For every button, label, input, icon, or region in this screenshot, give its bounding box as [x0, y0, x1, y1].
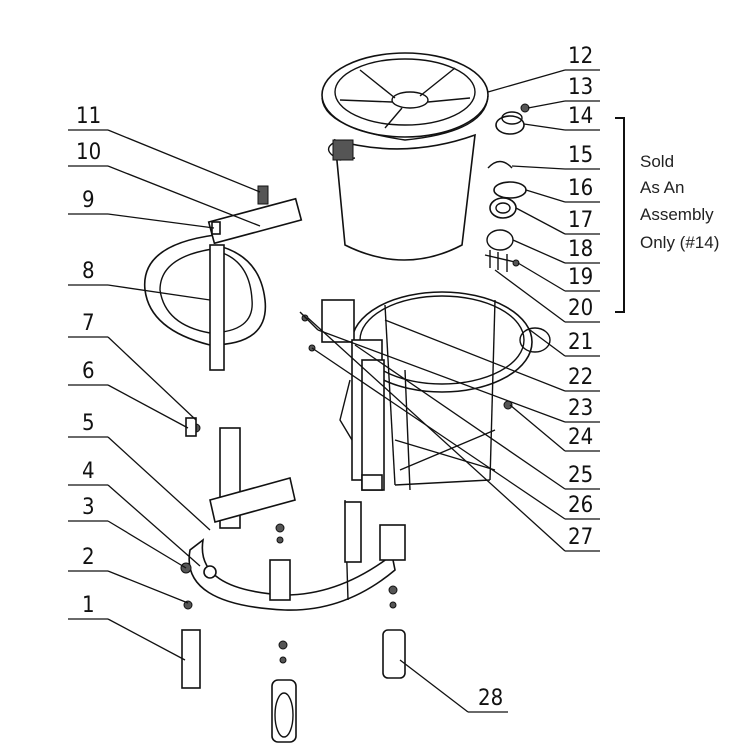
callout-8: 8 — [82, 259, 95, 284]
assembly-note: Sold As An Assembly Only (#14) — [640, 152, 719, 252]
callout-20: 20 — [568, 296, 593, 321]
callout-9: 9 — [82, 188, 95, 213]
callout-6: 6 — [82, 359, 95, 384]
callout-10: 10 — [76, 140, 101, 165]
callout-3: 3 — [82, 495, 95, 520]
callout-12: 12 — [568, 44, 593, 69]
bucket-body — [327, 133, 476, 261]
bucket-lid — [321, 52, 489, 141]
callout-11: 11 — [76, 104, 101, 129]
assembly-note-line-1: Sold — [640, 152, 674, 171]
callout-15: 15 — [568, 143, 593, 168]
callout-23: 23 — [568, 396, 593, 421]
callout-5: 5 — [82, 411, 95, 436]
callout-18: 18 — [568, 237, 593, 262]
base-frame — [180, 417, 406, 611]
callout-1: 1 — [82, 593, 95, 618]
callout-28: 28 — [478, 686, 503, 711]
callout-13: 13 — [568, 75, 593, 100]
callout-26: 26 — [568, 493, 593, 518]
assembly-note-line-2: As An — [640, 178, 684, 197]
casters — [181, 523, 406, 743]
leader-lines — [68, 69, 625, 713]
valve-assembly-parts — [484, 103, 530, 272]
callout-19: 19 — [568, 265, 593, 290]
assembly-note-line-4: Only (#14) — [640, 233, 719, 252]
callout-4: 4 — [82, 459, 95, 484]
callout-25: 25 — [568, 463, 593, 488]
callout-7: 7 — [82, 311, 95, 336]
callout-22: 22 — [568, 365, 593, 390]
mounting-bracket — [299, 299, 513, 491]
callout-27: 27 — [568, 525, 593, 550]
assembly-note-line-3: Assembly — [640, 205, 714, 224]
callout-numbers: 1 2 3 4 5 6 7 8 9 10 11 12 13 14 15 16 1… — [76, 44, 593, 711]
callout-14: 14 — [568, 104, 593, 129]
handle-assembly — [143, 185, 303, 371]
callout-21: 21 — [568, 330, 593, 355]
callout-2: 2 — [82, 545, 95, 570]
callout-16: 16 — [568, 176, 593, 201]
callout-17: 17 — [568, 208, 593, 233]
callout-24: 24 — [568, 425, 593, 450]
